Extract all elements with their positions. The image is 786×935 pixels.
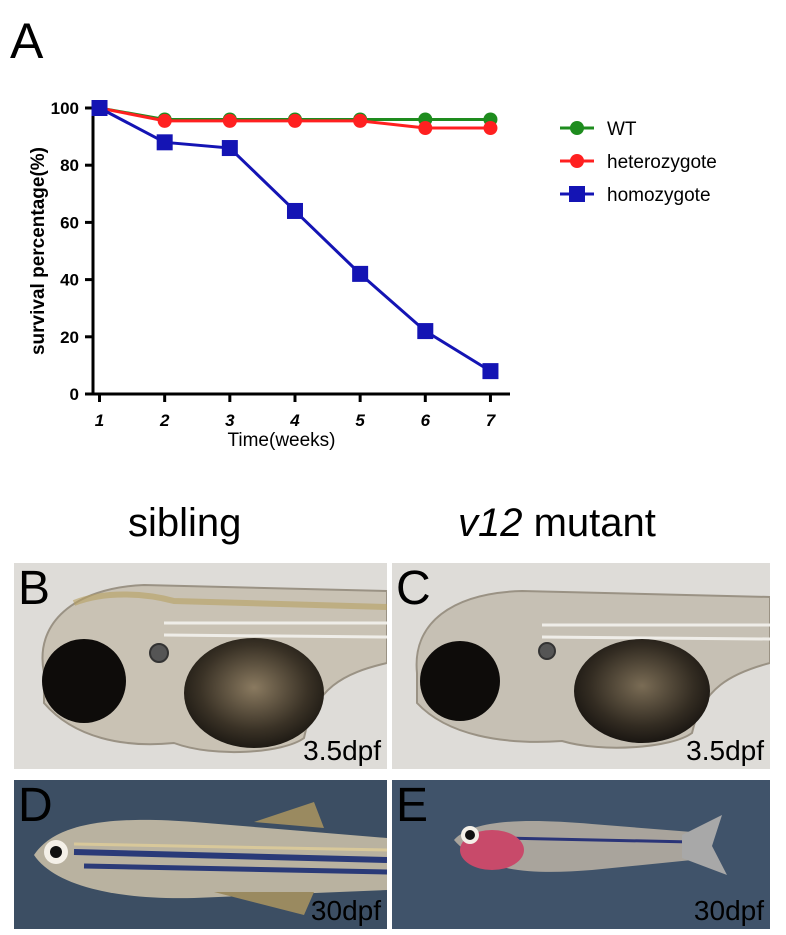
data-point-homozygote: [417, 323, 434, 340]
larva-sibling-illustration: [41, 583, 387, 754]
x-tick-label: 1: [95, 411, 104, 430]
x-tick-label: 7: [486, 411, 497, 430]
photo-panel-e: E 30dpf: [392, 780, 770, 929]
y-tick-label: 0: [70, 385, 79, 404]
column-title-mutant: v12 mutant: [458, 503, 656, 543]
larva-mutant-illustration: [415, 589, 770, 749]
data-point-homozygote: [156, 134, 173, 151]
legend-marker-heterozygote: [570, 154, 584, 168]
photo-panel-b: B 3.5dpf: [14, 563, 387, 769]
x-tick-label: 4: [289, 411, 300, 430]
data-point-homozygote: [352, 265, 369, 282]
data-point-heterozygote: [483, 121, 498, 136]
stage-label-d: 30dpf: [310, 895, 381, 926]
stage-label-b: 3.5dpf: [303, 735, 381, 766]
data-point-heterozygote: [157, 113, 172, 128]
photo-panel-d: D 30dpf: [14, 780, 387, 929]
legend-label-WT: WT: [607, 119, 637, 140]
column-title-sibling: sibling: [128, 501, 242, 545]
panel-letter-a: A: [10, 13, 44, 69]
panel-letter-c: C: [396, 563, 431, 615]
data-point-homozygote: [286, 202, 303, 219]
stage-label-c: 3.5dpf: [686, 735, 764, 766]
data-point-heterozygote: [222, 113, 237, 128]
fish-sibling-illustration: [34, 802, 387, 915]
data-point-heterozygote: [353, 113, 368, 128]
data-point-homozygote: [482, 363, 499, 380]
data-point-heterozygote: [418, 121, 433, 136]
x-axis-label: Time(weeks): [227, 430, 335, 451]
legend-marker-WT: [570, 121, 584, 135]
y-tick-label: 40: [60, 271, 79, 290]
chart-legend: WT heterozygote homozygote: [560, 119, 717, 206]
legend-marker-homozygote: [569, 186, 585, 202]
y-tick-label: 60: [60, 213, 79, 232]
photo-panel-c: C 3.5dpf: [392, 563, 770, 769]
mutant-gene-name: v12: [458, 501, 523, 545]
x-tick-label: 3: [225, 411, 235, 430]
panel-letter-d: D: [18, 780, 53, 832]
panel-letter-b: B: [18, 563, 51, 615]
y-axis-label: survival percentage(%): [28, 147, 49, 355]
y-tick-label: 20: [60, 328, 79, 347]
y-tick-label: 80: [60, 156, 79, 175]
fish-mutant-illustration: [454, 815, 727, 875]
stage-label-e: 30dpf: [693, 895, 764, 926]
legend-label-homozygote: homozygote: [607, 185, 711, 206]
panel-letter-e: E: [396, 780, 429, 832]
x-tick-label: 5: [355, 411, 365, 430]
data-point-heterozygote: [287, 113, 302, 128]
data-point-homozygote: [221, 140, 238, 157]
chart-series: [91, 100, 499, 380]
data-point-homozygote: [91, 100, 108, 116]
mutant-word: mutant: [522, 501, 656, 545]
legend-label-heterozygote: heterozygote: [607, 152, 717, 173]
x-tick-label: 2: [159, 411, 170, 430]
x-tick-label: 6: [421, 411, 431, 430]
y-tick-label: 100: [51, 99, 79, 118]
